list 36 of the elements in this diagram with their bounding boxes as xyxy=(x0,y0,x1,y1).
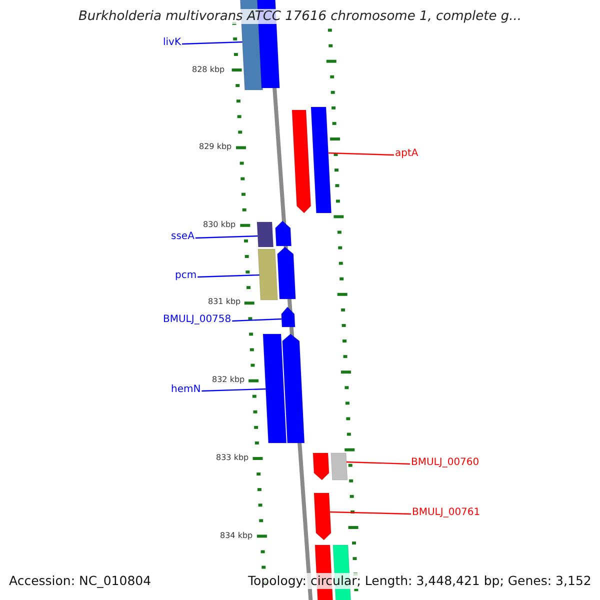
gene-feature xyxy=(312,452,330,480)
gene-feature xyxy=(258,248,278,300)
genome-summary: Topology: circular; Length: 3,448,421 bp; Genes: 3,152 xyxy=(248,573,592,589)
gene-feature xyxy=(330,452,348,480)
gene-feature xyxy=(282,334,305,444)
gene-label: aptA xyxy=(395,148,418,160)
gene-feature xyxy=(281,306,296,328)
leader-line xyxy=(232,318,282,322)
gene-label: hemN xyxy=(171,384,201,396)
gene-label: livK xyxy=(163,37,182,49)
leader-line xyxy=(202,388,266,392)
gene-feature xyxy=(314,492,332,540)
gene-feature xyxy=(262,334,287,444)
leader-line xyxy=(328,152,394,156)
gene-label: BMULJ_00758 xyxy=(163,314,232,326)
scale-label: 833 kbp xyxy=(216,453,249,463)
scale-label: 829 kbp xyxy=(199,142,232,152)
leader-line xyxy=(346,461,410,465)
leader-line xyxy=(195,235,258,239)
gene-label: BMULJ_00760 xyxy=(411,457,480,469)
scale-label: 832 kbp xyxy=(212,375,245,385)
leader-line xyxy=(198,274,260,278)
gene-feature xyxy=(256,222,274,248)
leader-line xyxy=(330,511,412,515)
gene-label: sseA xyxy=(171,231,194,243)
leader-line xyxy=(182,41,242,45)
gene-feature xyxy=(275,220,292,246)
gene-feature xyxy=(292,110,312,214)
gene-label: pcm xyxy=(175,270,197,282)
accession-text: Accession: NC_010804 xyxy=(9,573,152,589)
scale-label: 834 kbp xyxy=(220,531,253,541)
scale-label: 830 kbp xyxy=(203,220,236,230)
gene-feature xyxy=(310,106,332,214)
scale-label: 828 kbp xyxy=(192,65,225,75)
gene-label: BMULJ_00761 xyxy=(412,507,480,519)
scale-label: 831 kbp xyxy=(208,297,241,307)
